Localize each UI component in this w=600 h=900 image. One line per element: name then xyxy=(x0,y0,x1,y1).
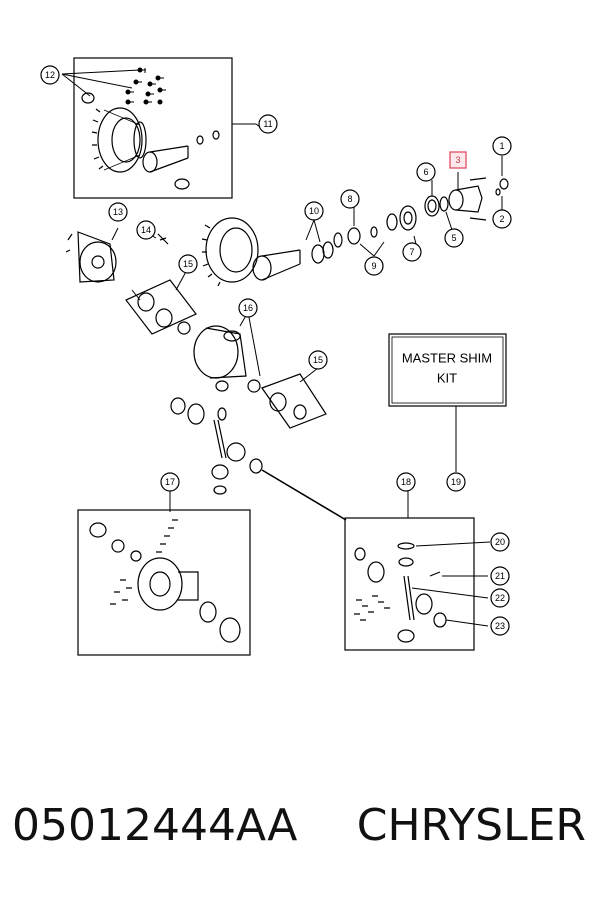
callout-15a-label: 15 xyxy=(183,259,193,269)
callout-1 xyxy=(492,136,512,156)
callout-11-label: 11 xyxy=(263,119,272,129)
callout-12 xyxy=(40,65,60,85)
callout-18-label: 18 xyxy=(401,477,411,487)
callout-7 xyxy=(402,242,422,262)
callout-16-label: 16 xyxy=(243,303,253,313)
callout-21 xyxy=(490,566,510,586)
side-gears-pins xyxy=(170,397,347,521)
callout-5-label: 5 xyxy=(451,233,456,243)
ring-pinion-box xyxy=(73,57,233,199)
callout-18 xyxy=(396,472,416,492)
callout-6-label: 6 xyxy=(423,167,428,177)
callout-23-label: 23 xyxy=(495,621,505,631)
callout-10-label: 10 xyxy=(309,206,319,216)
callout-22-label: 22 xyxy=(495,593,505,603)
callout-9 xyxy=(364,256,384,276)
callout-11 xyxy=(258,114,278,134)
callout-14-label: 14 xyxy=(141,225,151,235)
diff-kit-parts-17 xyxy=(89,480,241,643)
master-shim-box xyxy=(388,333,507,407)
part-number: 05012444AA xyxy=(12,800,298,851)
bearing-cups-15a xyxy=(125,267,197,335)
callout-6 xyxy=(416,162,436,182)
callout-15b xyxy=(308,350,328,370)
callout-21-label: 21 xyxy=(495,571,505,581)
callout-3-highlight xyxy=(449,151,467,169)
callout-20-label: 20 xyxy=(495,537,505,547)
callout-2-label: 2 xyxy=(499,214,504,224)
callout-2 xyxy=(492,209,512,229)
ring-gear-drawing xyxy=(81,92,220,190)
callout-9-label: 9 xyxy=(371,261,376,271)
callout-7-label: 7 xyxy=(409,247,414,257)
callout-17 xyxy=(160,472,180,492)
brand-name: CHRYSLER xyxy=(356,800,586,851)
diff-kit-box-17 xyxy=(77,509,251,656)
callout-15b-label: 15 xyxy=(313,355,323,365)
callout-12-label: 12 xyxy=(45,70,55,80)
master-shim-line2: KIT xyxy=(437,371,457,386)
callout-16 xyxy=(238,298,258,318)
callout-13 xyxy=(108,202,128,222)
exploded-parts-diagram: 12 11 1 3 6 2 8 10 13 14 5 7 9 15 16 15 … xyxy=(40,57,512,656)
bearing-cups-15b xyxy=(261,367,327,429)
callouts xyxy=(40,65,512,636)
callout-19-label: 19 xyxy=(451,477,461,487)
diff-kit-parts-18 xyxy=(354,490,491,643)
callout-13-label: 13 xyxy=(113,207,123,217)
callout-5 xyxy=(444,228,464,248)
callout-8-label: 8 xyxy=(347,194,352,204)
callout-15a xyxy=(178,254,198,274)
callout-20 xyxy=(490,532,510,552)
master-shim-line1: MASTER SHIM xyxy=(402,351,492,366)
callout-22 xyxy=(490,588,510,608)
callout-1-label: 1 xyxy=(499,141,504,151)
callout-19 xyxy=(446,472,466,492)
diff-kit-box-18 xyxy=(344,517,475,651)
bolts-cluster-12 xyxy=(125,67,166,105)
callout-10 xyxy=(304,201,324,221)
callout-14 xyxy=(136,220,156,240)
pinion-assembly-drawing xyxy=(65,177,509,287)
footer: 05012444AA CHRYSLER xyxy=(0,800,600,870)
callout-8 xyxy=(340,189,360,209)
callout-17-label: 17 xyxy=(165,477,175,487)
callout-3-label: 3 xyxy=(455,155,460,165)
callout-23 xyxy=(490,616,510,636)
differential-case-16 xyxy=(193,311,261,393)
